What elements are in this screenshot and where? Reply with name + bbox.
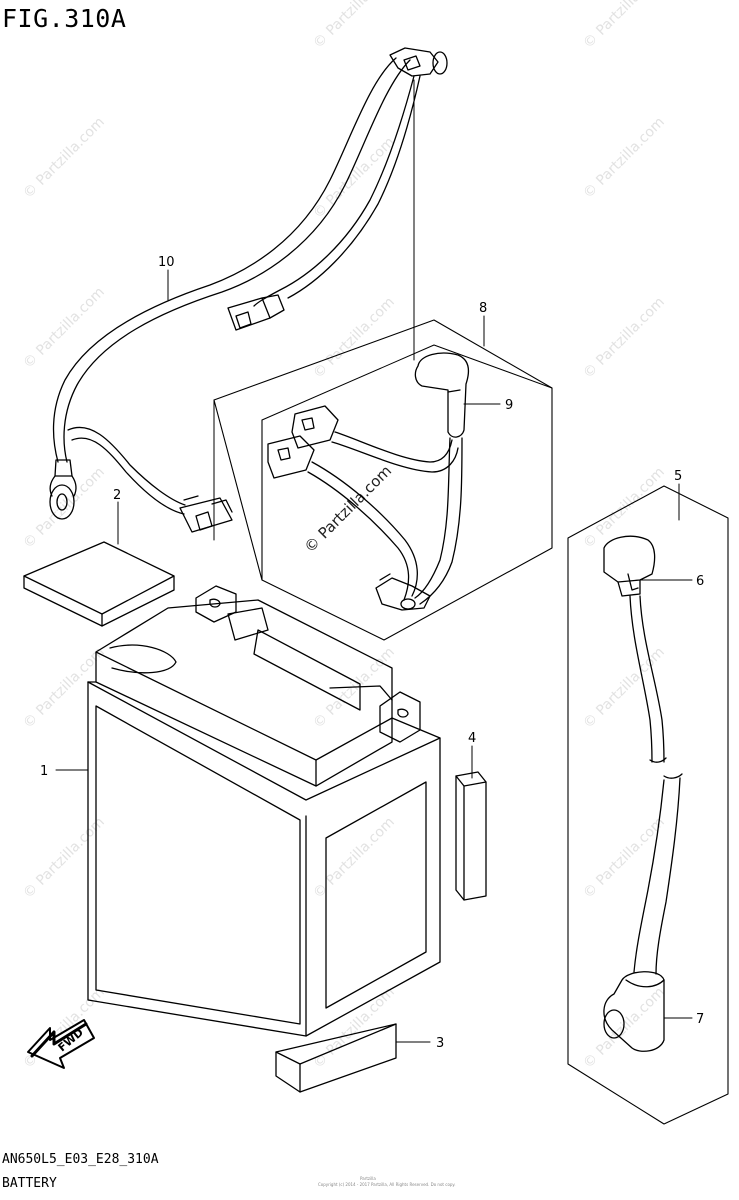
battery-1 xyxy=(87,585,441,1037)
cable-kit-5 xyxy=(603,535,683,1052)
callout-3: 3 xyxy=(436,1036,444,1051)
battery-cable-10 xyxy=(49,47,448,533)
callout-1: 1 xyxy=(40,764,48,779)
callout-8: 8 xyxy=(479,301,487,316)
leader-lines xyxy=(55,269,693,1043)
pad-3 xyxy=(275,1023,397,1093)
callout-7: 7 xyxy=(696,1012,704,1027)
callout-2: 2 xyxy=(113,488,121,503)
fwd-arrow xyxy=(27,1019,95,1069)
callout-6: 6 xyxy=(696,574,704,589)
fine-print-top: Partzilla xyxy=(360,1176,376,1181)
callout-9: 9 xyxy=(505,398,513,413)
cable-kit-8 xyxy=(267,352,470,611)
figure-name: BATTERY xyxy=(2,1176,57,1191)
figure-title: FIG.310A xyxy=(2,4,127,33)
callout-5: 5 xyxy=(674,469,682,484)
pad-4 xyxy=(455,771,487,901)
pad-2 xyxy=(23,541,175,627)
figure-code: AN650L5_E03_E28_310A xyxy=(2,1152,159,1167)
callout-4: 4 xyxy=(468,731,476,746)
fine-print-bottom: Copyright (c) 2014 - 2017 Partzilla, All… xyxy=(318,1182,456,1187)
callout-10: 10 xyxy=(158,255,175,270)
